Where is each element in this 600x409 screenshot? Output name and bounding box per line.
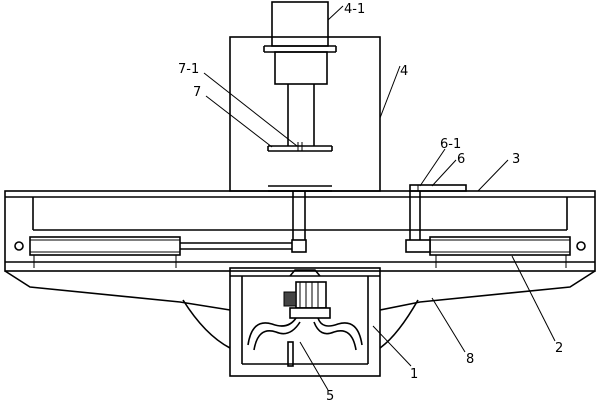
frame bbox=[229, 36, 381, 192]
callout-1: 1 bbox=[410, 367, 418, 382]
top-pads bbox=[409, 184, 467, 192]
callout-3: 3 bbox=[512, 152, 520, 167]
callout-8: 8 bbox=[466, 352, 474, 367]
top-motor bbox=[263, 1, 337, 85]
callout-labels: 4-1 4 7-1 7 6-1 6 3 2 8 1 5 bbox=[178, 2, 563, 404]
right-cylinder bbox=[405, 236, 586, 268]
callout-2: 2 bbox=[555, 341, 563, 356]
platform bbox=[4, 190, 596, 272]
base-motor bbox=[247, 281, 363, 367]
callout-7-1: 7-1 bbox=[178, 62, 199, 77]
base-box bbox=[229, 267, 381, 377]
left-cylinder bbox=[14, 236, 307, 268]
vertical-rods bbox=[292, 191, 421, 243]
callout-4: 4 bbox=[400, 64, 408, 79]
lower-tapered-base bbox=[4, 270, 596, 349]
callout-7: 7 bbox=[193, 85, 201, 100]
callout-6: 6 bbox=[457, 152, 465, 167]
callout-6-1: 6-1 bbox=[440, 137, 461, 152]
leader-lines bbox=[203, 5, 556, 391]
callout-4-1: 4-1 bbox=[344, 2, 365, 17]
callout-5: 5 bbox=[326, 389, 334, 404]
